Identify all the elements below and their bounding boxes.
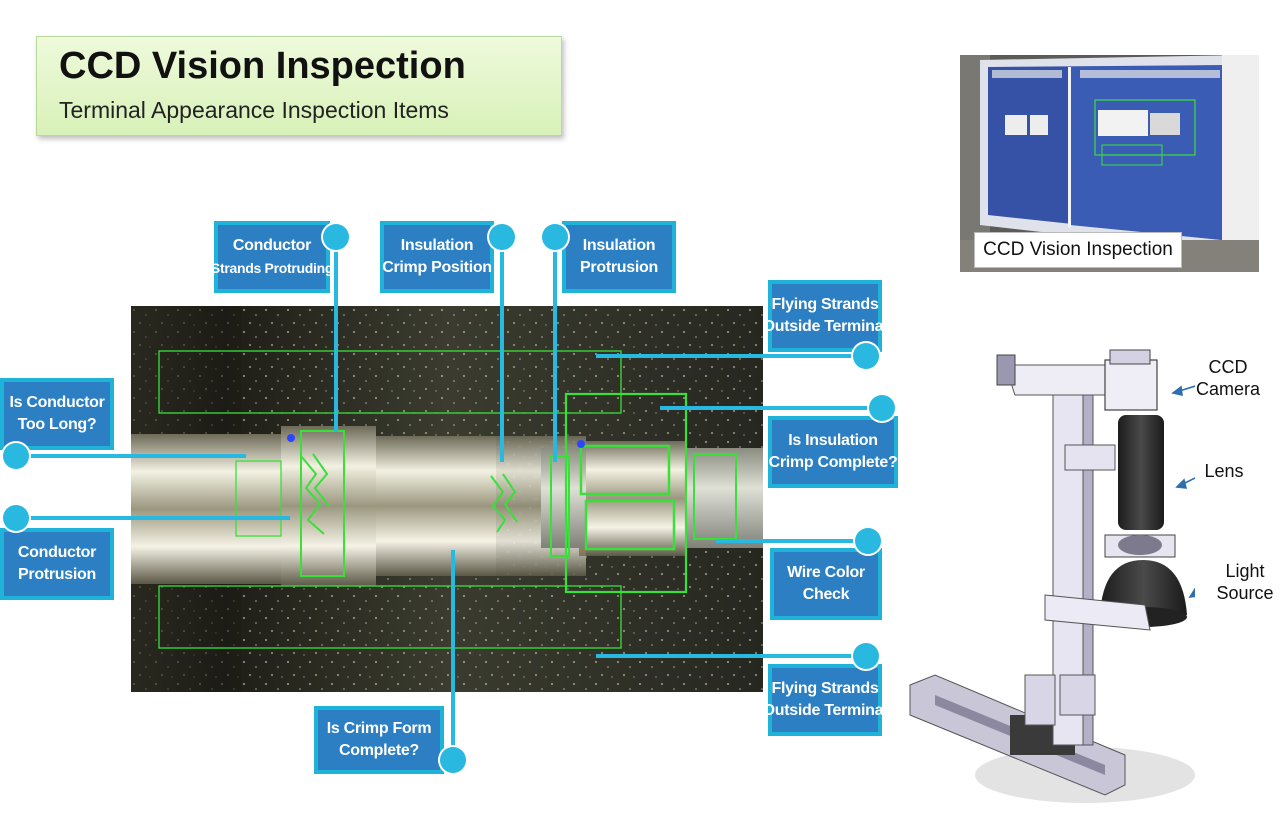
callout-marker xyxy=(853,643,879,669)
ccd-camera-label-line: Camera xyxy=(1196,379,1261,399)
callout-insulation-crimp-complete: Is Insulation Crimp Complete? xyxy=(768,416,898,488)
page-subtitle: Terminal Appearance Inspection Items xyxy=(59,97,449,123)
screen-photo-caption: CCD Vision Inspection xyxy=(974,232,1182,268)
callout-marker xyxy=(855,528,881,554)
light-source-label-line: Light xyxy=(1225,561,1265,581)
callout-label: Conductor xyxy=(17,544,97,561)
callout-flying-strands-top: Flying Strands Outside Terminal xyxy=(763,280,888,352)
callout-label: Too Long? xyxy=(17,416,97,433)
callout-label: Flying Strands xyxy=(771,296,879,313)
light-source-label-line: Source xyxy=(1216,583,1274,603)
callout-label: Outside Terminal xyxy=(762,702,888,719)
lens-label: Lens xyxy=(1204,461,1244,481)
callout-marker xyxy=(542,224,568,250)
callout-crimp-form-complete: Is Crimp Form Complete? xyxy=(314,706,444,774)
callout-label: Insulation xyxy=(400,237,474,254)
page-title: CCD Vision Inspection xyxy=(59,45,466,87)
callout-marker xyxy=(489,224,515,250)
callout-wire-color-check: Wire Color Check xyxy=(770,548,882,620)
machine-drawing xyxy=(909,349,1218,803)
callout-label: Wire Color xyxy=(787,564,865,581)
callout-conductor-protrusion: Conductor Protrusion xyxy=(0,528,114,600)
callout-conductor-too-long: Is Conductor Too Long? xyxy=(0,378,114,450)
ccd-inspection-machine xyxy=(905,345,1218,805)
callout-insulation-protrusion: Insulation Protrusion xyxy=(562,221,676,293)
callout-marker xyxy=(3,505,29,531)
callout-label: Conductor xyxy=(232,237,312,254)
ccd-camera-label-line: CCD xyxy=(1208,357,1248,377)
terminal-inspection-image xyxy=(131,306,763,692)
callout-insulation-crimp-position: Insulation Crimp Position xyxy=(380,221,494,293)
callout-marker xyxy=(869,395,895,421)
callout-label: Is Insulation xyxy=(788,432,878,449)
callout-label: Crimp Position xyxy=(382,259,492,276)
callout-marker xyxy=(3,443,29,469)
terminal-photo-drawing xyxy=(131,306,763,692)
callout-label: Protrusion xyxy=(580,259,658,276)
light-source-label: Light Source xyxy=(1210,560,1280,604)
callout-label: Complete? xyxy=(339,742,419,759)
ccd-camera-label: CCD Camera xyxy=(1196,356,1260,400)
callout-label: Protrusion xyxy=(18,566,96,583)
callout-label: Is Crimp Form xyxy=(326,720,432,737)
callout-label: Outside Terminal xyxy=(762,318,888,335)
callout-label: Flying Strands xyxy=(771,680,879,697)
callout-label: Check xyxy=(802,586,850,603)
callout-label: Insulation xyxy=(582,237,656,254)
callout-label: Strands Protruding xyxy=(210,260,334,276)
callout-conductor-strands-protruding: Conductor Strands Protruding xyxy=(210,221,334,293)
callout-marker xyxy=(440,747,466,773)
callout-label: Crimp Complete? xyxy=(768,454,898,471)
callout-marker xyxy=(853,343,879,369)
title-box: CCD Vision Inspection Terminal Appearanc… xyxy=(36,36,562,136)
callout-flying-strands-bottom: Flying Strands Outside Terminal xyxy=(763,664,888,736)
callout-marker xyxy=(323,224,349,250)
callout-label: Is Conductor xyxy=(9,394,105,411)
